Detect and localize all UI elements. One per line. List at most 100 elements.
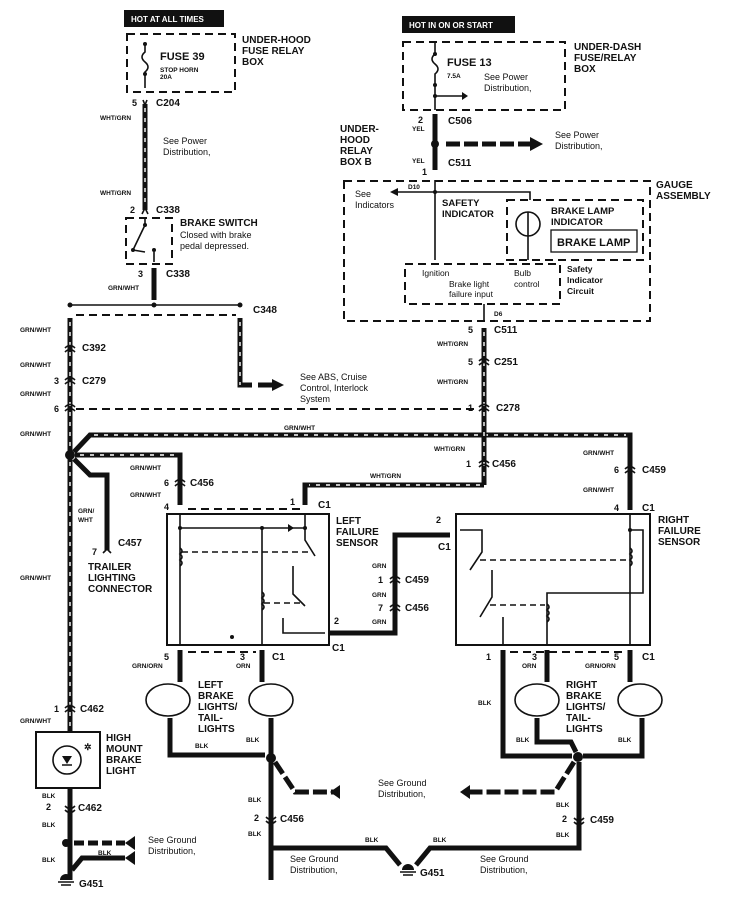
underhood-fuse-box-label: FUSE RELAY — [242, 46, 305, 57]
see-ground-note: Distribution, — [480, 865, 528, 875]
ground-icon — [400, 864, 416, 876]
gauge-internal-wiring — [398, 180, 531, 260]
underdash-fuse-box-outline — [402, 41, 566, 111]
high-mount-brake-light-label: LIGHT — [106, 766, 136, 777]
left-brake-lights-label: BRAKE — [198, 691, 234, 702]
connector-c338-top: C338 — [156, 205, 180, 216]
pin-label: 2 — [130, 205, 135, 215]
connector-c459-6: C459 — [642, 465, 666, 476]
safety-indicator-circuit-outline — [404, 263, 561, 305]
wire-color-label: ORN — [236, 663, 251, 670]
see-ground-note: See Ground — [378, 778, 427, 788]
fuse39-rating: 20A — [160, 74, 172, 81]
left-failure-sensor-label: LEFT — [336, 516, 361, 527]
see-ground-note: See Ground — [480, 854, 529, 864]
see-power-note: Distribution, — [163, 147, 211, 157]
underdash-fuse-box-label: FUSE/RELAY — [574, 53, 637, 64]
arrow-icon — [125, 836, 135, 850]
wire-color-label: GRN — [372, 592, 387, 599]
header-hot-all-times: HOT AT ALL TIMES — [131, 15, 205, 24]
wire-color-label: BLK — [478, 700, 492, 707]
wire-color-label: GRN/WHT — [583, 487, 614, 494]
connector-c204: C204 — [156, 98, 180, 109]
see-ground-note: See Ground — [290, 854, 339, 864]
underdash-fuse-box-label: UNDER-DASH — [574, 42, 641, 53]
wire-color-label: GRN/WHT — [20, 431, 51, 438]
fuse39-label: FUSE 39 — [160, 51, 205, 63]
arrow-icon — [462, 92, 468, 100]
connector-c456-6: C456 — [190, 478, 214, 489]
wire-color-label: WHT/GRN — [437, 379, 468, 386]
right-brake-lights-label: BRAKE — [566, 691, 602, 702]
left-brake-lights-label: TAIL- — [198, 713, 223, 724]
wire-color-label: GRN/WHT — [20, 718, 51, 725]
pin-label: 6 — [54, 404, 59, 414]
wire-color-label: WHT/GRN — [100, 190, 131, 197]
wire-color-label: WHT/GRN — [370, 473, 401, 480]
fuse39-desc: STOP HORN — [160, 67, 199, 74]
right-brake-lights-label: LIGHTS — [566, 724, 603, 735]
wire-color-label: GRN — [372, 563, 387, 570]
wire-grn-wht-trailer — [72, 457, 110, 550]
underhood-relay-box-b-label: BOX B — [340, 157, 372, 168]
pin-label: 5 — [614, 652, 619, 662]
pin-label: 3 — [54, 376, 59, 386]
brake-switch-desc: Closed with brake — [180, 230, 252, 240]
wire-color-label: YEL — [412, 126, 425, 133]
pin-label: 2 — [254, 813, 259, 823]
pin-label: 3 — [532, 652, 537, 662]
left-failure-sensor-label: SENSOR — [336, 538, 379, 549]
high-mount-brake-light-label: HIGH — [106, 733, 131, 744]
wire-to-abs — [237, 318, 252, 388]
gauge-assembly-outline — [343, 180, 651, 322]
wire-blk-left — [167, 718, 265, 758]
pin-label: 2 — [436, 515, 441, 525]
safety-indicator-label: INDICATOR — [442, 209, 494, 220]
right-failure-sensor-label: SENSOR — [658, 537, 701, 548]
wire-blk-to-ground-dist — [272, 760, 340, 795]
see-abs-note: Control, Interlock — [300, 383, 369, 393]
pin-label: 5 — [132, 98, 137, 108]
wire-color-label: GRN/ORN — [585, 663, 616, 670]
header-hot-all-times-bg — [124, 10, 224, 27]
wire-color-label: ORN — [522, 663, 537, 670]
wire-color-label: BLK — [42, 822, 56, 829]
wire-color-label: BLK — [98, 850, 112, 857]
safety-circuit-label: Circuit — [567, 286, 594, 296]
right-failure-sensor-box — [455, 513, 651, 646]
wire-color-label: WHT/GRN — [100, 115, 131, 122]
wire-color-label: BLK — [516, 737, 530, 744]
brake-lamp-display — [550, 229, 638, 253]
connector-c392: C392 — [82, 343, 106, 354]
brake-switch-desc: pedal depressed. — [180, 241, 249, 251]
wire-color-label: WHT — [78, 517, 93, 524]
pin-label: 2 — [46, 802, 51, 812]
connector-c251: C251 — [494, 357, 518, 368]
ground-g451-left: G451 — [79, 879, 104, 890]
wire-wht-grn-to-left-sensor — [302, 482, 484, 505]
wire-color-label: YEL — [412, 158, 425, 165]
pin-label: 4 — [614, 503, 619, 513]
underhood-relay-box-b-label: HOOD — [340, 135, 370, 146]
see-ground-note: See Ground — [148, 835, 197, 845]
wire-color-label: BLK — [433, 837, 447, 844]
arrow-icon — [390, 188, 398, 196]
right-failure-sensor-label: RIGHT — [658, 515, 689, 526]
fuse13-label: FUSE 13 — [447, 57, 492, 69]
wire-color-label: GRN/WHT — [20, 391, 51, 398]
pin-label: 1 — [54, 704, 59, 714]
right-brake-lights-label: LIGHTS/ — [566, 702, 606, 713]
see-power-note: See Power — [484, 72, 528, 82]
right-brake-light-bulb-1 — [514, 683, 560, 717]
pin-label: 3 — [240, 652, 245, 662]
underhood-fuse-box-label: UNDER-HOOD — [242, 35, 311, 46]
wire-color-label: BLK — [246, 737, 260, 744]
wire-grn-sensor-link — [330, 532, 450, 636]
connector-c1: C1 — [438, 542, 451, 553]
see-abs-note: System — [300, 394, 330, 404]
pin-label: 5 — [468, 325, 473, 335]
wire-color-label: BLK — [556, 832, 570, 839]
header-hot-on-start: HOT IN ON OR START — [409, 21, 493, 30]
pin-label: 3 — [138, 269, 143, 279]
